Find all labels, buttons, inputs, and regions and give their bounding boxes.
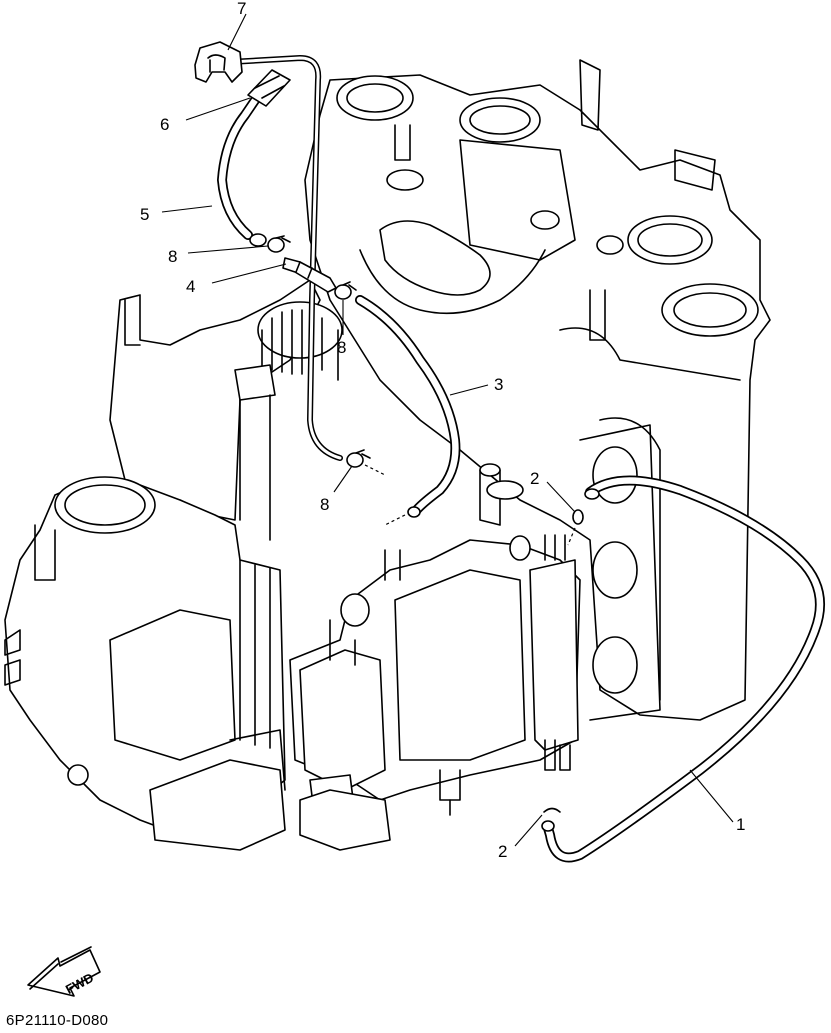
clamp-8a [267, 235, 291, 253]
hose-1 [541, 475, 825, 863]
hose-3 [355, 295, 461, 526]
callout-6: 6 [160, 115, 169, 134]
callout-2-upper: 2 [530, 469, 539, 488]
lower-left-housing [4, 476, 286, 851]
callout-8-middle: 8 [337, 338, 346, 357]
callout-8-upper: 8 [168, 247, 177, 266]
clamp-8c [346, 449, 386, 476]
callout-4: 4 [186, 277, 195, 296]
leader-lines [161, 13, 734, 847]
callout-2-lower: 2 [498, 842, 507, 861]
clip-7 [194, 41, 243, 83]
callout-3: 3 [494, 375, 503, 394]
callout-8-lower: 8 [320, 495, 329, 514]
callout-5: 5 [140, 205, 149, 224]
callout-1: 1 [736, 815, 745, 834]
callout-7: 7 [237, 0, 246, 18]
hose-5 [217, 55, 343, 461]
engine-block [304, 59, 771, 721]
fitting-4 [282, 257, 337, 293]
fwd-arrow-icon: FWD [27, 946, 101, 997]
drawing-code: 6P21110-D080 [6, 1012, 109, 1029]
clip-2b [543, 807, 561, 813]
clamp-8b [334, 281, 357, 300]
vapor-separator-assembly [229, 463, 581, 851]
callout-labels: 7 6 5 8 4 8 3 8 2 1 2 [140, 0, 745, 861]
clip-2a [567, 509, 584, 546]
